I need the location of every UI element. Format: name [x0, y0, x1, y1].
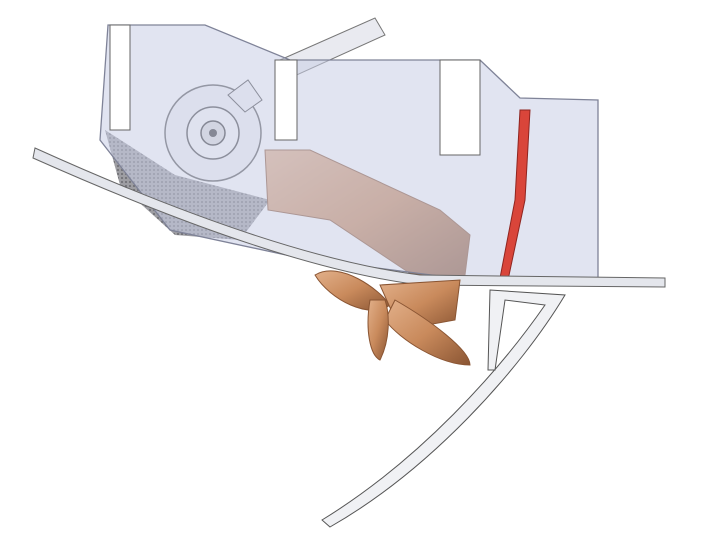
hull-strip [32, 147, 666, 288]
mount-brackets [109, 24, 481, 156]
hull-flap [321, 289, 566, 528]
propeller [314, 270, 471, 366]
